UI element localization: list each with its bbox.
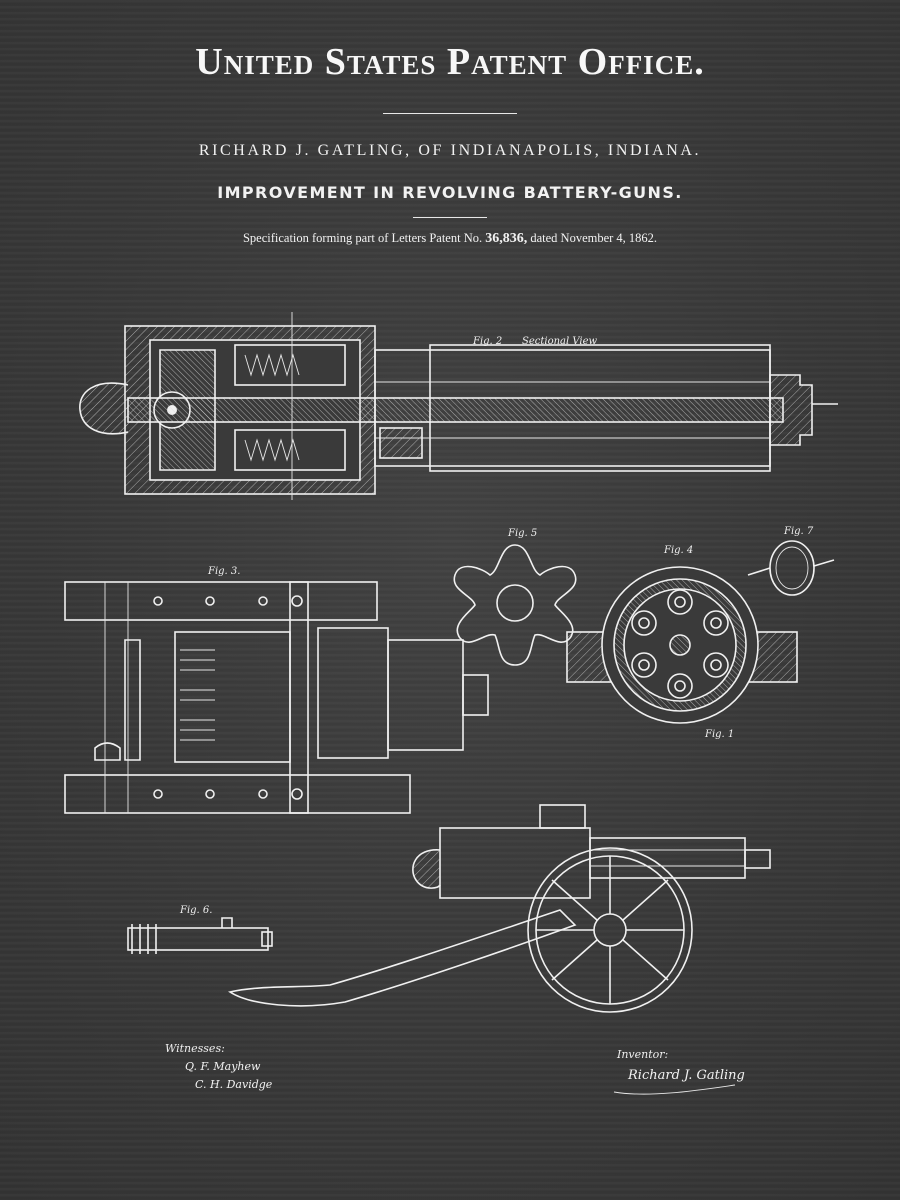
fig2-sectional-view: [79, 312, 838, 500]
fig1-label: Fig. 1: [704, 729, 734, 740]
subject-divider: [413, 217, 487, 218]
inventor-signature: Richard J. Gatling: [628, 1068, 745, 1083]
signature-flourishes: [613, 1084, 736, 1095]
fig4-label: Fig. 4: [663, 545, 693, 556]
patent-subject: IMPROVEMENT IN REVOLVING BATTERY-GUNS.: [217, 183, 683, 202]
carriage-side-view: [227, 804, 771, 1013]
fig2-caption: Sectional View: [522, 336, 598, 347]
specification-line: Specification forming part of Letters Pa…: [0, 231, 900, 247]
witnesses-label: Witnesses:: [165, 1042, 225, 1055]
inventor-label: Inventor:: [617, 1048, 669, 1061]
fig2-label: Fig. 2: [472, 336, 502, 347]
fig3-frame-view: [64, 581, 489, 814]
fig4-cross-section: [566, 566, 798, 724]
title-divider: [383, 113, 517, 114]
inventor-line: RICHARD J. GATLING, OF INDIANAPOLIS, IND…: [198, 142, 702, 159]
fig6-cartridge-holder: [127, 917, 273, 954]
witness-1-signature: Q. F. Mayhew: [185, 1060, 261, 1073]
fig3-label: Fig. 3.: [207, 566, 240, 577]
fig7-ring: [747, 540, 835, 596]
spec-suffix: dated November 4, 1862.: [530, 231, 658, 245]
spec-prefix: Specification forming part of Letters Pa…: [242, 231, 483, 245]
fig6-label: Fig. 6.: [179, 905, 212, 916]
office-title: United States Patent Office.: [195, 41, 705, 83]
witness-2-signature: C. H. Davidge: [195, 1078, 273, 1091]
fig7-label: Fig. 7: [783, 526, 814, 537]
fig5-star-cam: [453, 544, 577, 666]
patent-number: 36,836,: [485, 231, 528, 246]
fig5-label: Fig. 5: [507, 528, 537, 539]
